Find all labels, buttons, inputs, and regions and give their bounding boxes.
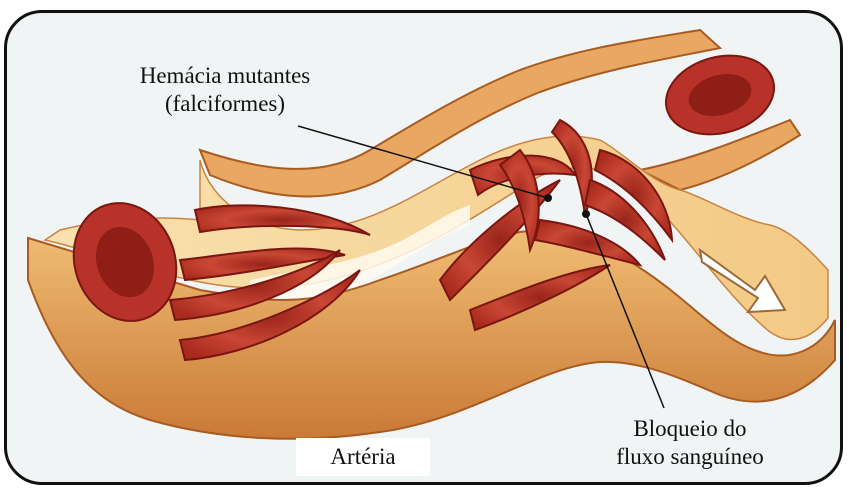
- label-bloqueio-line2: fluxo sanguíneo: [590, 443, 790, 471]
- label-hemacia-line2: (falciformes): [100, 90, 350, 118]
- label-hemacia-mutantes: Hemácia mutantes (falciformes): [100, 62, 350, 118]
- label-bloqueio-line1: Bloqueio do: [590, 415, 790, 443]
- pointer-dot-bloqueio: [582, 210, 590, 218]
- label-arteria: Artéria: [296, 438, 430, 476]
- label-bloqueio-fluxo: Bloqueio do fluxo sanguíneo: [590, 415, 790, 471]
- label-hemacia-line1: Hemácia mutantes: [100, 62, 350, 90]
- pointer-dot-hemacia: [544, 194, 552, 202]
